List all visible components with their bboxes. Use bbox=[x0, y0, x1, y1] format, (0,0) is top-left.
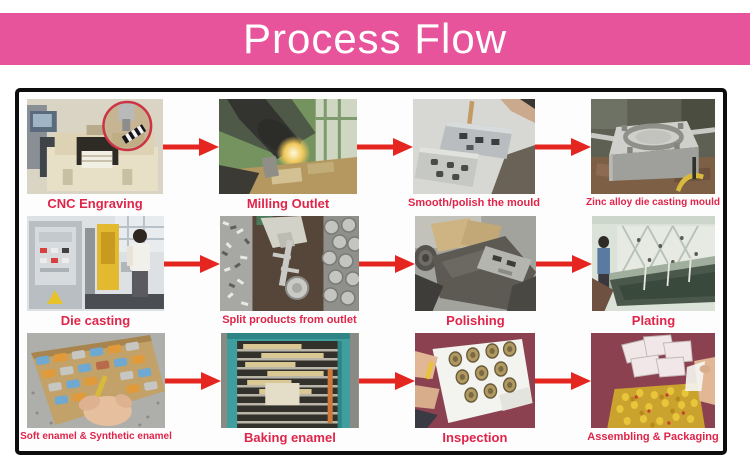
step-label: Inspection bbox=[442, 430, 508, 446]
process-step-polishing: Polishing bbox=[414, 216, 536, 329]
process-step-milling-outlet: Milling Outlet bbox=[219, 99, 357, 212]
step-label: Split products from outlet bbox=[222, 314, 357, 327]
photo-baking-oven bbox=[221, 333, 359, 429]
process-step-inspection: Inspection bbox=[414, 333, 535, 446]
flow-arrow-icon bbox=[358, 254, 415, 274]
step-label: Baking enamel bbox=[244, 430, 336, 446]
process-step-cnc-engraving: CNC Engraving bbox=[27, 99, 164, 212]
photo-assembling-packaging bbox=[591, 333, 715, 429]
step-label: Soft enamel & Synthetic enamel bbox=[20, 431, 172, 443]
flow-arrow-icon bbox=[535, 254, 592, 274]
photo-cnc-engraving bbox=[27, 99, 164, 194]
process-step-assembling: Assembling & Packaging bbox=[587, 333, 719, 444]
photo-split-products bbox=[219, 216, 359, 312]
photo-smooth-polish-mould bbox=[413, 99, 535, 194]
process-step-split-products: Split products from outlet bbox=[219, 216, 359, 327]
photo-die-casting-machine bbox=[27, 216, 164, 312]
process-step-zinc-mould: Zinc alloy die casting mould bbox=[586, 99, 720, 209]
process-step-soft-enamel: Soft enamel & Synthetic enamel bbox=[20, 333, 172, 443]
step-label: CNC Engraving bbox=[47, 196, 143, 211]
process-step-die-casting: Die casting bbox=[27, 216, 164, 329]
photo-enamel-filling bbox=[27, 333, 165, 429]
flow-arrow-icon bbox=[357, 137, 413, 157]
process-step-plating: Plating bbox=[591, 216, 715, 329]
flow-arrow-icon bbox=[358, 371, 415, 391]
photo-polishing-machine bbox=[414, 216, 536, 312]
process-row-3: Soft enamel & Synthetic enamel bbox=[20, 333, 719, 446]
step-label: Milling Outlet bbox=[246, 196, 330, 211]
process-step-baking-enamel: Baking enamel bbox=[221, 333, 359, 446]
step-label: Plating bbox=[631, 313, 676, 329]
page-title: Process Flow bbox=[242, 15, 508, 62]
process-row-2: Die casting bbox=[27, 216, 715, 329]
step-label: Polishing bbox=[446, 313, 505, 329]
flow-arrow-icon bbox=[163, 137, 220, 157]
photo-plating-line bbox=[591, 216, 715, 312]
flow-arrow-icon bbox=[165, 371, 221, 391]
step-label: Die casting bbox=[60, 313, 131, 329]
photo-zinc-alloy-mould bbox=[591, 99, 715, 194]
step-label: Assembling & Packaging bbox=[587, 431, 719, 444]
step-label: Zinc alloy die casting mould bbox=[586, 197, 720, 208]
process-board: CNC Engraving bbox=[15, 88, 727, 455]
process-step-smooth-polish: Smooth/polish the mould bbox=[408, 99, 540, 210]
flow-arrow-icon bbox=[535, 137, 591, 157]
photo-inspection bbox=[414, 333, 535, 429]
step-label: Smooth/polish the mould bbox=[408, 197, 540, 209]
photo-milling-outlet bbox=[219, 99, 357, 194]
process-row-1: CNC Engraving bbox=[27, 99, 720, 212]
flow-arrow-icon bbox=[535, 371, 591, 391]
flow-arrow-icon bbox=[163, 254, 220, 274]
banner: Process Flow bbox=[0, 13, 750, 65]
